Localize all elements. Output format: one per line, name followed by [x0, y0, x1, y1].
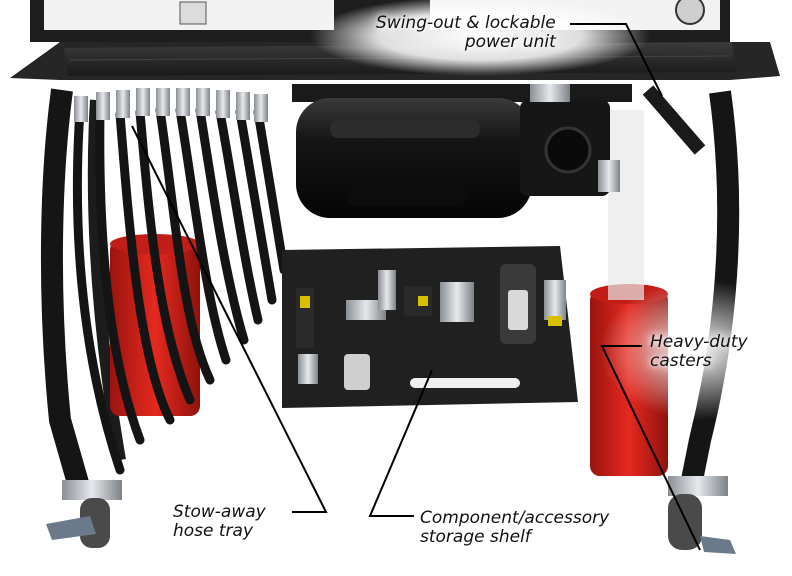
- callout-power-unit: Swing-out & lockable power unit: [376, 13, 556, 52]
- callout-hose-tray: Stow-away hose tray: [173, 502, 266, 541]
- leader-power-unit: [570, 23, 663, 97]
- left-caster: [46, 480, 122, 548]
- power-unit-motor: [292, 84, 632, 218]
- leader-casters: [600, 345, 701, 551]
- hose-fittings: [74, 88, 268, 122]
- leader-shelf: [368, 369, 433, 517]
- leader-lines: [131, 23, 701, 551]
- hydraulic-hoses: [72, 105, 289, 475]
- leader-hose-tray-1: [131, 125, 328, 513]
- label-glow-bottom-center: [380, 486, 640, 570]
- storage-shelf: [282, 246, 578, 408]
- label-glow-top: [310, 0, 650, 76]
- callout-casters: Heavy-duty casters: [650, 332, 748, 371]
- label-glow-right: [600, 280, 792, 420]
- label-glow-bottom-left: [130, 482, 310, 562]
- callout-storage-shelf: Component/accessory storage shelf: [420, 508, 610, 547]
